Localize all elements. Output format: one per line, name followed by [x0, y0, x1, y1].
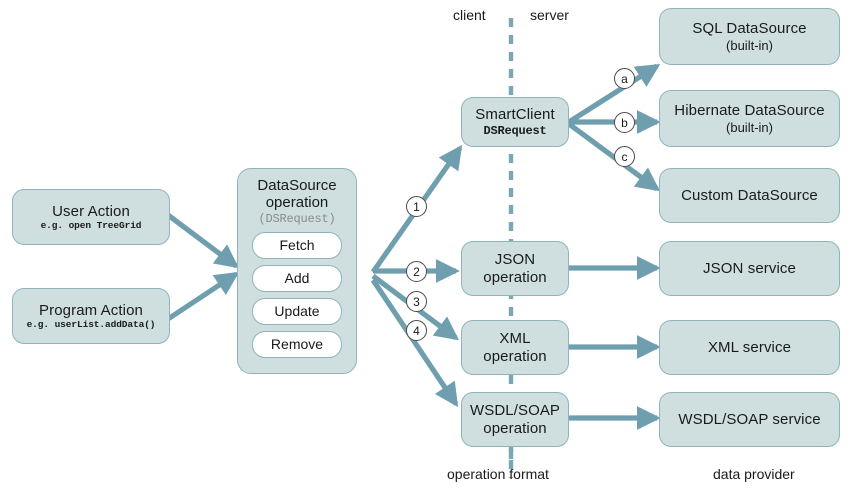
- node-json-operation[interactable]: JSON operation: [461, 241, 569, 296]
- arrow-user-action-to-datasource: [166, 212, 240, 269]
- hibernate-datasource-line1: Hibernate DataSource: [674, 101, 825, 119]
- label-data-provider: data provider: [713, 466, 795, 482]
- custom-datasource-line1: Custom DataSource: [681, 186, 818, 204]
- smartclient-line2: DSRequest: [483, 123, 547, 138]
- node-custom-datasource[interactable]: Custom DataSource: [659, 168, 840, 223]
- node-hibernate-datasource[interactable]: Hibernate DataSource (built-in): [659, 90, 840, 147]
- node-wsdl-soap-operation[interactable]: WSDL/SOAP operation: [461, 392, 569, 447]
- node-user-action[interactable]: User Action e.g. open TreeGrid: [12, 189, 170, 245]
- smartclient-line1: SmartClient: [475, 106, 555, 124]
- user-action-subtitle: e.g. open TreeGrid: [40, 220, 142, 232]
- json-operation-line2: operation: [483, 268, 547, 286]
- sql-datasource-line1: SQL DataSource: [692, 19, 807, 37]
- operation-pill-remove[interactable]: Remove: [252, 330, 342, 358]
- xml-operation-line1: XML: [499, 329, 531, 347]
- wsdl-service-line1: WSDL/SOAP service: [678, 410, 821, 428]
- operation-pill-update[interactable]: Update: [252, 297, 342, 325]
- arrow-program-action-to-datasource: [166, 271, 240, 322]
- badge-b: b: [614, 112, 635, 133]
- json-operation-line1: JSON: [494, 250, 536, 268]
- badge-4: 4: [406, 320, 427, 341]
- badge-c: c: [614, 146, 635, 167]
- xml-service-line1: XML service: [707, 338, 792, 356]
- json-service-line1: JSON service: [703, 259, 796, 277]
- datasource-operation-line1: DataSource: [257, 177, 337, 194]
- node-xml-service[interactable]: XML service: [659, 320, 840, 375]
- datasource-operation-line2: operation: [265, 194, 329, 212]
- datasource-operation-dsrequest: (DSRequest): [258, 211, 336, 226]
- node-xml-operation[interactable]: XML operation: [461, 320, 569, 375]
- program-action-subtitle: e.g. userList.addData(): [26, 319, 156, 331]
- xml-operation-line2: operation: [483, 347, 547, 365]
- node-wsdl-soap-service[interactable]: WSDL/SOAP service: [659, 392, 840, 447]
- node-sql-datasource[interactable]: SQL DataSource (built-in): [659, 8, 840, 65]
- label-client: client: [453, 7, 486, 23]
- badge-a: a: [614, 68, 635, 89]
- arrow-c-to-custom-datasource: [567, 121, 661, 192]
- program-action-title: Program Action: [39, 301, 143, 319]
- badge-3: 3: [406, 291, 427, 312]
- node-program-action[interactable]: Program Action e.g. userList.addData(): [12, 288, 170, 344]
- wsdl-operation-line1: WSDL/SOAP: [469, 401, 561, 419]
- node-smartclient-dsrequest[interactable]: SmartClient DSRequest: [461, 97, 569, 147]
- label-operation-format: operation format: [447, 466, 549, 482]
- badge-1: 1: [406, 196, 427, 217]
- wsdl-operation-line2: operation: [483, 419, 547, 437]
- node-json-service[interactable]: JSON service: [659, 241, 840, 296]
- user-action-title: User Action: [52, 202, 130, 220]
- sql-datasource-line2: (built-in): [726, 37, 773, 53]
- label-server: server: [530, 7, 569, 23]
- hibernate-datasource-line2: (built-in): [726, 119, 773, 135]
- arrow-a-to-sql-datasource: [567, 63, 661, 125]
- badge-2: 2: [406, 261, 427, 282]
- node-datasource-operation[interactable]: DataSource operation (DSRequest) Fetch A…: [237, 168, 357, 374]
- operation-pill-fetch[interactable]: Fetch: [252, 231, 342, 259]
- operation-pill-add[interactable]: Add: [252, 264, 342, 292]
